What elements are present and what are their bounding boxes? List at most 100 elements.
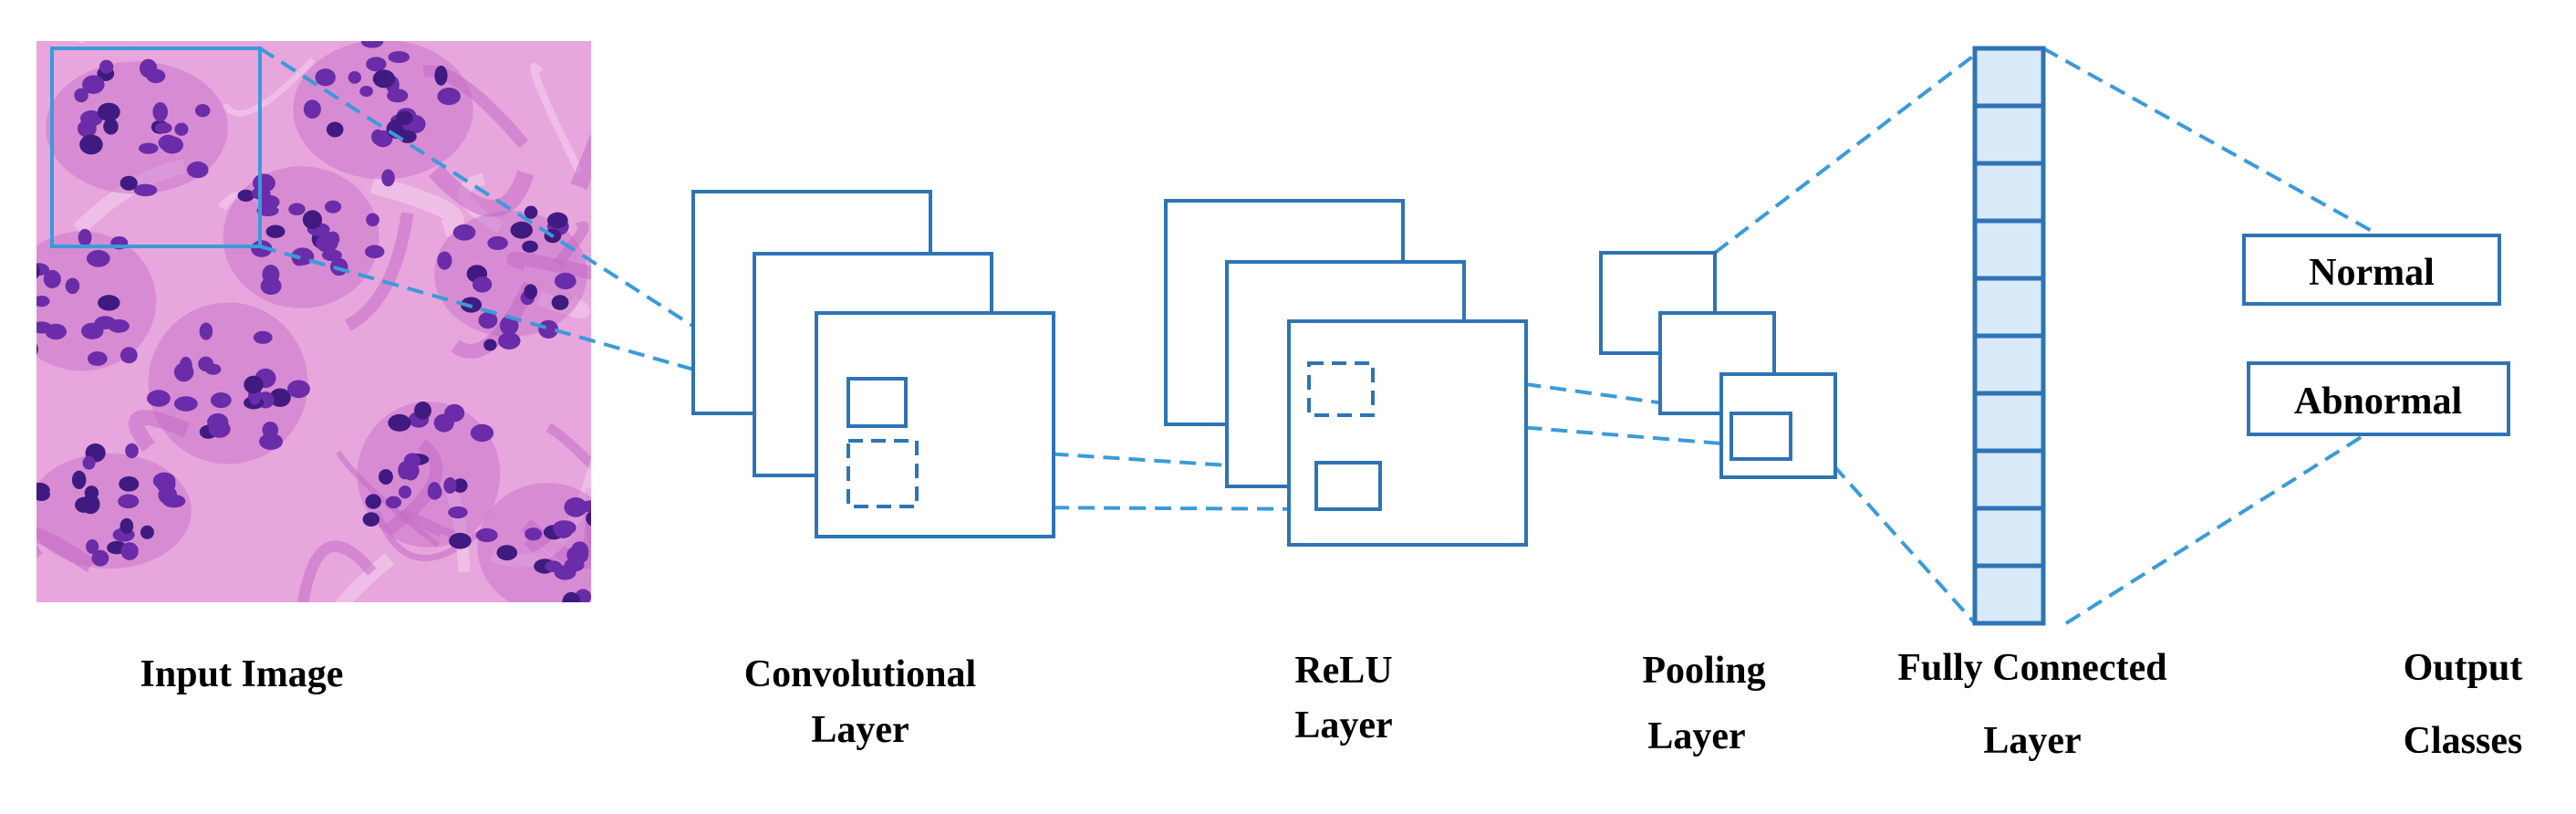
cell-nucleus — [553, 520, 576, 536]
cell-nucleus — [80, 110, 103, 127]
relu-window — [1314, 461, 1382, 511]
label-fc-line2: Layer — [1983, 720, 2081, 762]
pooled-map — [1719, 372, 1837, 479]
cell-nucleus — [108, 318, 130, 333]
cell-nucleus — [79, 134, 103, 155]
cell-nucleus — [286, 380, 310, 399]
cell-nucleus — [551, 295, 569, 310]
cell-nucleus — [161, 136, 183, 154]
cell-nucleus — [437, 251, 452, 270]
cell-nucleus — [86, 250, 110, 267]
cell-nucleus — [388, 50, 410, 64]
cell-nucleus — [119, 517, 134, 534]
tissue-fiber — [297, 540, 377, 602]
tissue-fiber — [536, 291, 590, 318]
cell-nucleus — [545, 560, 562, 572]
cell-nucleus — [487, 235, 508, 251]
tissue-fiber — [129, 410, 190, 452]
cell-nucleus — [522, 240, 538, 253]
label-output-line1: Output — [2404, 647, 2523, 689]
relu-window-dashed — [1307, 361, 1375, 417]
cell-nucleus — [152, 101, 168, 122]
cell-nucleus — [23, 305, 36, 319]
cell-nucleus — [125, 443, 139, 459]
cell-nucleus — [173, 362, 194, 382]
cell-nucleus — [403, 453, 421, 469]
tissue-fiber — [506, 251, 591, 280]
tissue-fiber — [545, 423, 591, 471]
label-conv-line1: Convolutional — [744, 653, 976, 695]
cell-nucleus — [385, 496, 402, 509]
cell-nucleus — [348, 71, 362, 84]
cell-nucleus — [80, 494, 100, 515]
cell-nucleus — [564, 496, 587, 517]
output-classes: Normal Abnormal — [2242, 234, 2510, 436]
cell-nucleus — [524, 284, 538, 300]
cell-nucleus — [261, 433, 275, 448]
cell-nucleus — [554, 272, 576, 290]
gland-cluster — [293, 41, 473, 180]
cell-nucleus — [330, 257, 348, 277]
cell-nucleus — [253, 330, 273, 344]
tissue-fiber — [76, 41, 134, 44]
cell-nucleus — [524, 205, 538, 219]
cell-nucleus — [154, 122, 172, 134]
cell-nucleus — [82, 455, 96, 470]
cell-nucleus — [366, 213, 379, 227]
gland-cluster — [148, 302, 308, 464]
cell-nucleus — [199, 322, 213, 340]
label-pool-line2: Layer — [1647, 715, 1745, 757]
cell-nucleus — [147, 390, 171, 407]
cell-nucleus — [590, 507, 591, 513]
projection-line — [1713, 53, 1977, 255]
cell-nucleus — [538, 319, 559, 339]
cell-nucleus — [381, 169, 395, 187]
cell-nucleus — [472, 276, 493, 293]
cell-nucleus — [146, 68, 166, 84]
tissue-fiber — [490, 457, 591, 568]
cell-nucleus — [470, 423, 494, 443]
cell-nucleus — [260, 277, 282, 296]
cell-nucleus — [119, 475, 140, 492]
cell-nucleus — [414, 402, 431, 420]
cell-nucleus — [140, 525, 154, 539]
label-relu-line2: Layer — [1294, 704, 1392, 746]
cell-nucleus — [173, 396, 198, 412]
cell-nucleus — [499, 315, 519, 336]
cell-nucleus — [546, 212, 568, 229]
cell-nucleus — [84, 485, 99, 501]
fc-neuron-dividers — [1975, 103, 2043, 569]
cell-nucleus — [91, 549, 109, 567]
tissue-fiber — [36, 527, 96, 572]
label-output-line2: Classes — [2404, 720, 2523, 762]
tissue-fiber — [223, 57, 316, 117]
cell-nucleus — [36, 324, 37, 330]
tissue-fiber — [570, 132, 591, 190]
cell-nucleus — [510, 221, 533, 239]
gland-cluster — [223, 166, 379, 308]
pooling-layer — [1599, 251, 1837, 479]
cell-nucleus — [118, 494, 140, 509]
cell-nucleus — [379, 469, 393, 485]
cell-nucleus — [562, 591, 581, 602]
feature-map — [1287, 319, 1528, 547]
cell-nucleus — [362, 512, 380, 527]
cell-nucleus — [36, 295, 50, 308]
cell-nucleus — [36, 264, 40, 279]
cell-nucleus — [237, 189, 254, 202]
cell-nucleus — [483, 339, 497, 351]
cell-nucleus — [269, 388, 291, 407]
input-receptive-field — [50, 47, 262, 248]
cell-nucleus — [119, 347, 138, 364]
class-label-normal: Normal — [2309, 252, 2435, 294]
fully-connected-layer — [1972, 46, 2046, 626]
cell-nucleus — [597, 518, 618, 537]
cell-nucleus — [396, 110, 413, 126]
tissue-fiber — [344, 212, 414, 331]
stage-labels: Input Image Convolutional Layer ReLU Lay… — [140, 647, 2523, 762]
cell-nucleus — [364, 245, 385, 259]
cell-nucleus — [43, 269, 61, 288]
cell-nucleus — [388, 413, 411, 432]
